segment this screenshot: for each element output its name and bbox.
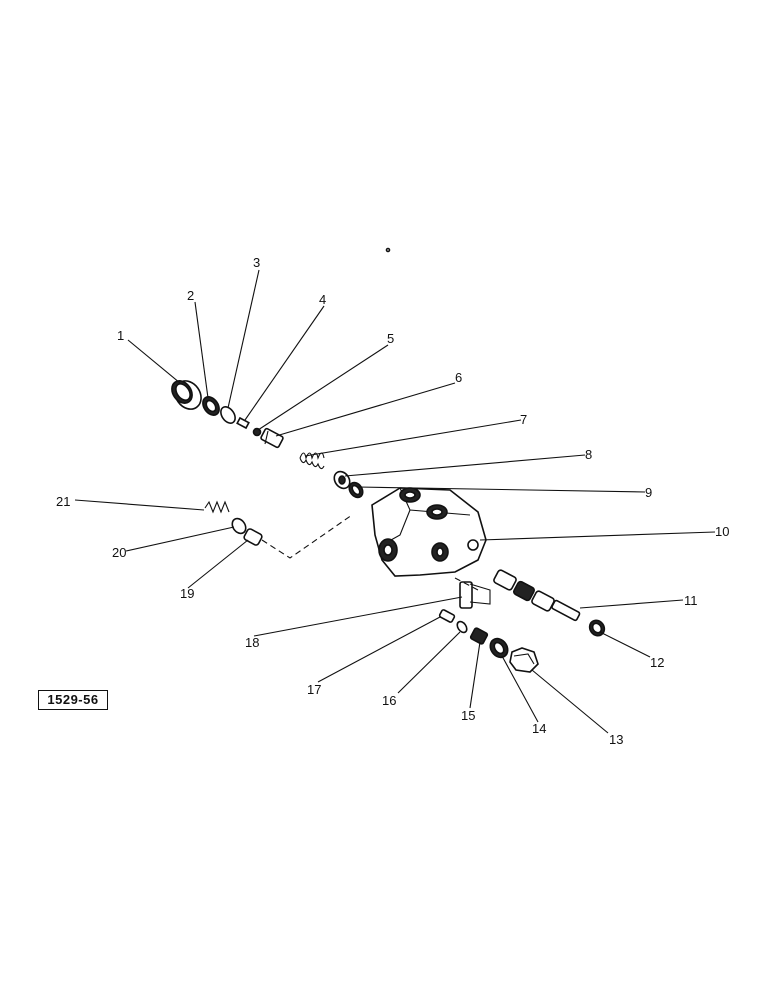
callout-4: 4	[319, 292, 326, 307]
leader-lines	[74, 269, 716, 734]
callout-2: 2	[187, 288, 194, 303]
callout-1: 1	[117, 328, 124, 343]
callout-19: 19	[180, 586, 194, 601]
part-15-plug	[469, 627, 489, 645]
part-1-seal-ring	[171, 380, 202, 410]
callout-13: 13	[609, 732, 623, 747]
part-10-valve-body	[371, 247, 487, 577]
callout-11: 11	[684, 593, 698, 608]
part-11-spool	[493, 569, 581, 622]
part-14-washer	[489, 637, 509, 659]
part-3-o-ring	[220, 406, 236, 424]
part-2-ring	[202, 396, 220, 416]
assembly-path-dashed	[261, 514, 353, 559]
callout-16: 16	[382, 693, 396, 708]
callout-17: 17	[307, 682, 321, 697]
callout-8: 8	[585, 447, 592, 462]
callout-7: 7	[520, 412, 527, 427]
callout-10: 10	[715, 524, 729, 539]
part-20-o-ring	[231, 517, 247, 535]
figure-code-label: 1529-56	[38, 690, 108, 710]
part-16-o-ring	[456, 620, 468, 634]
part-17-poppet	[438, 609, 456, 623]
part-4-pin	[236, 416, 250, 430]
callout-18: 18	[245, 635, 259, 650]
part-21-spring	[204, 500, 230, 514]
callout-9: 9	[645, 485, 652, 500]
callout-labels: 1 2 3 4 5 6 7 8 9 10 11 12 13 14 15 16 1…	[56, 255, 729, 747]
part-6-plug	[260, 427, 284, 449]
part-18-retainer	[459, 581, 491, 609]
part-13-hex-plug	[509, 647, 539, 673]
callout-12: 12	[650, 655, 664, 670]
assembly-path-dashed-2	[454, 577, 479, 591]
part-19-poppet	[243, 528, 263, 546]
part-12-ring	[588, 619, 606, 637]
callout-5: 5	[387, 331, 394, 346]
callout-6: 6	[455, 370, 462, 385]
callout-3: 3	[253, 255, 260, 270]
callout-20: 20	[112, 545, 126, 560]
callout-21: 21	[56, 494, 70, 509]
callout-15: 15	[461, 708, 475, 723]
part-5-ball	[252, 427, 262, 437]
callout-14: 14	[532, 721, 546, 736]
